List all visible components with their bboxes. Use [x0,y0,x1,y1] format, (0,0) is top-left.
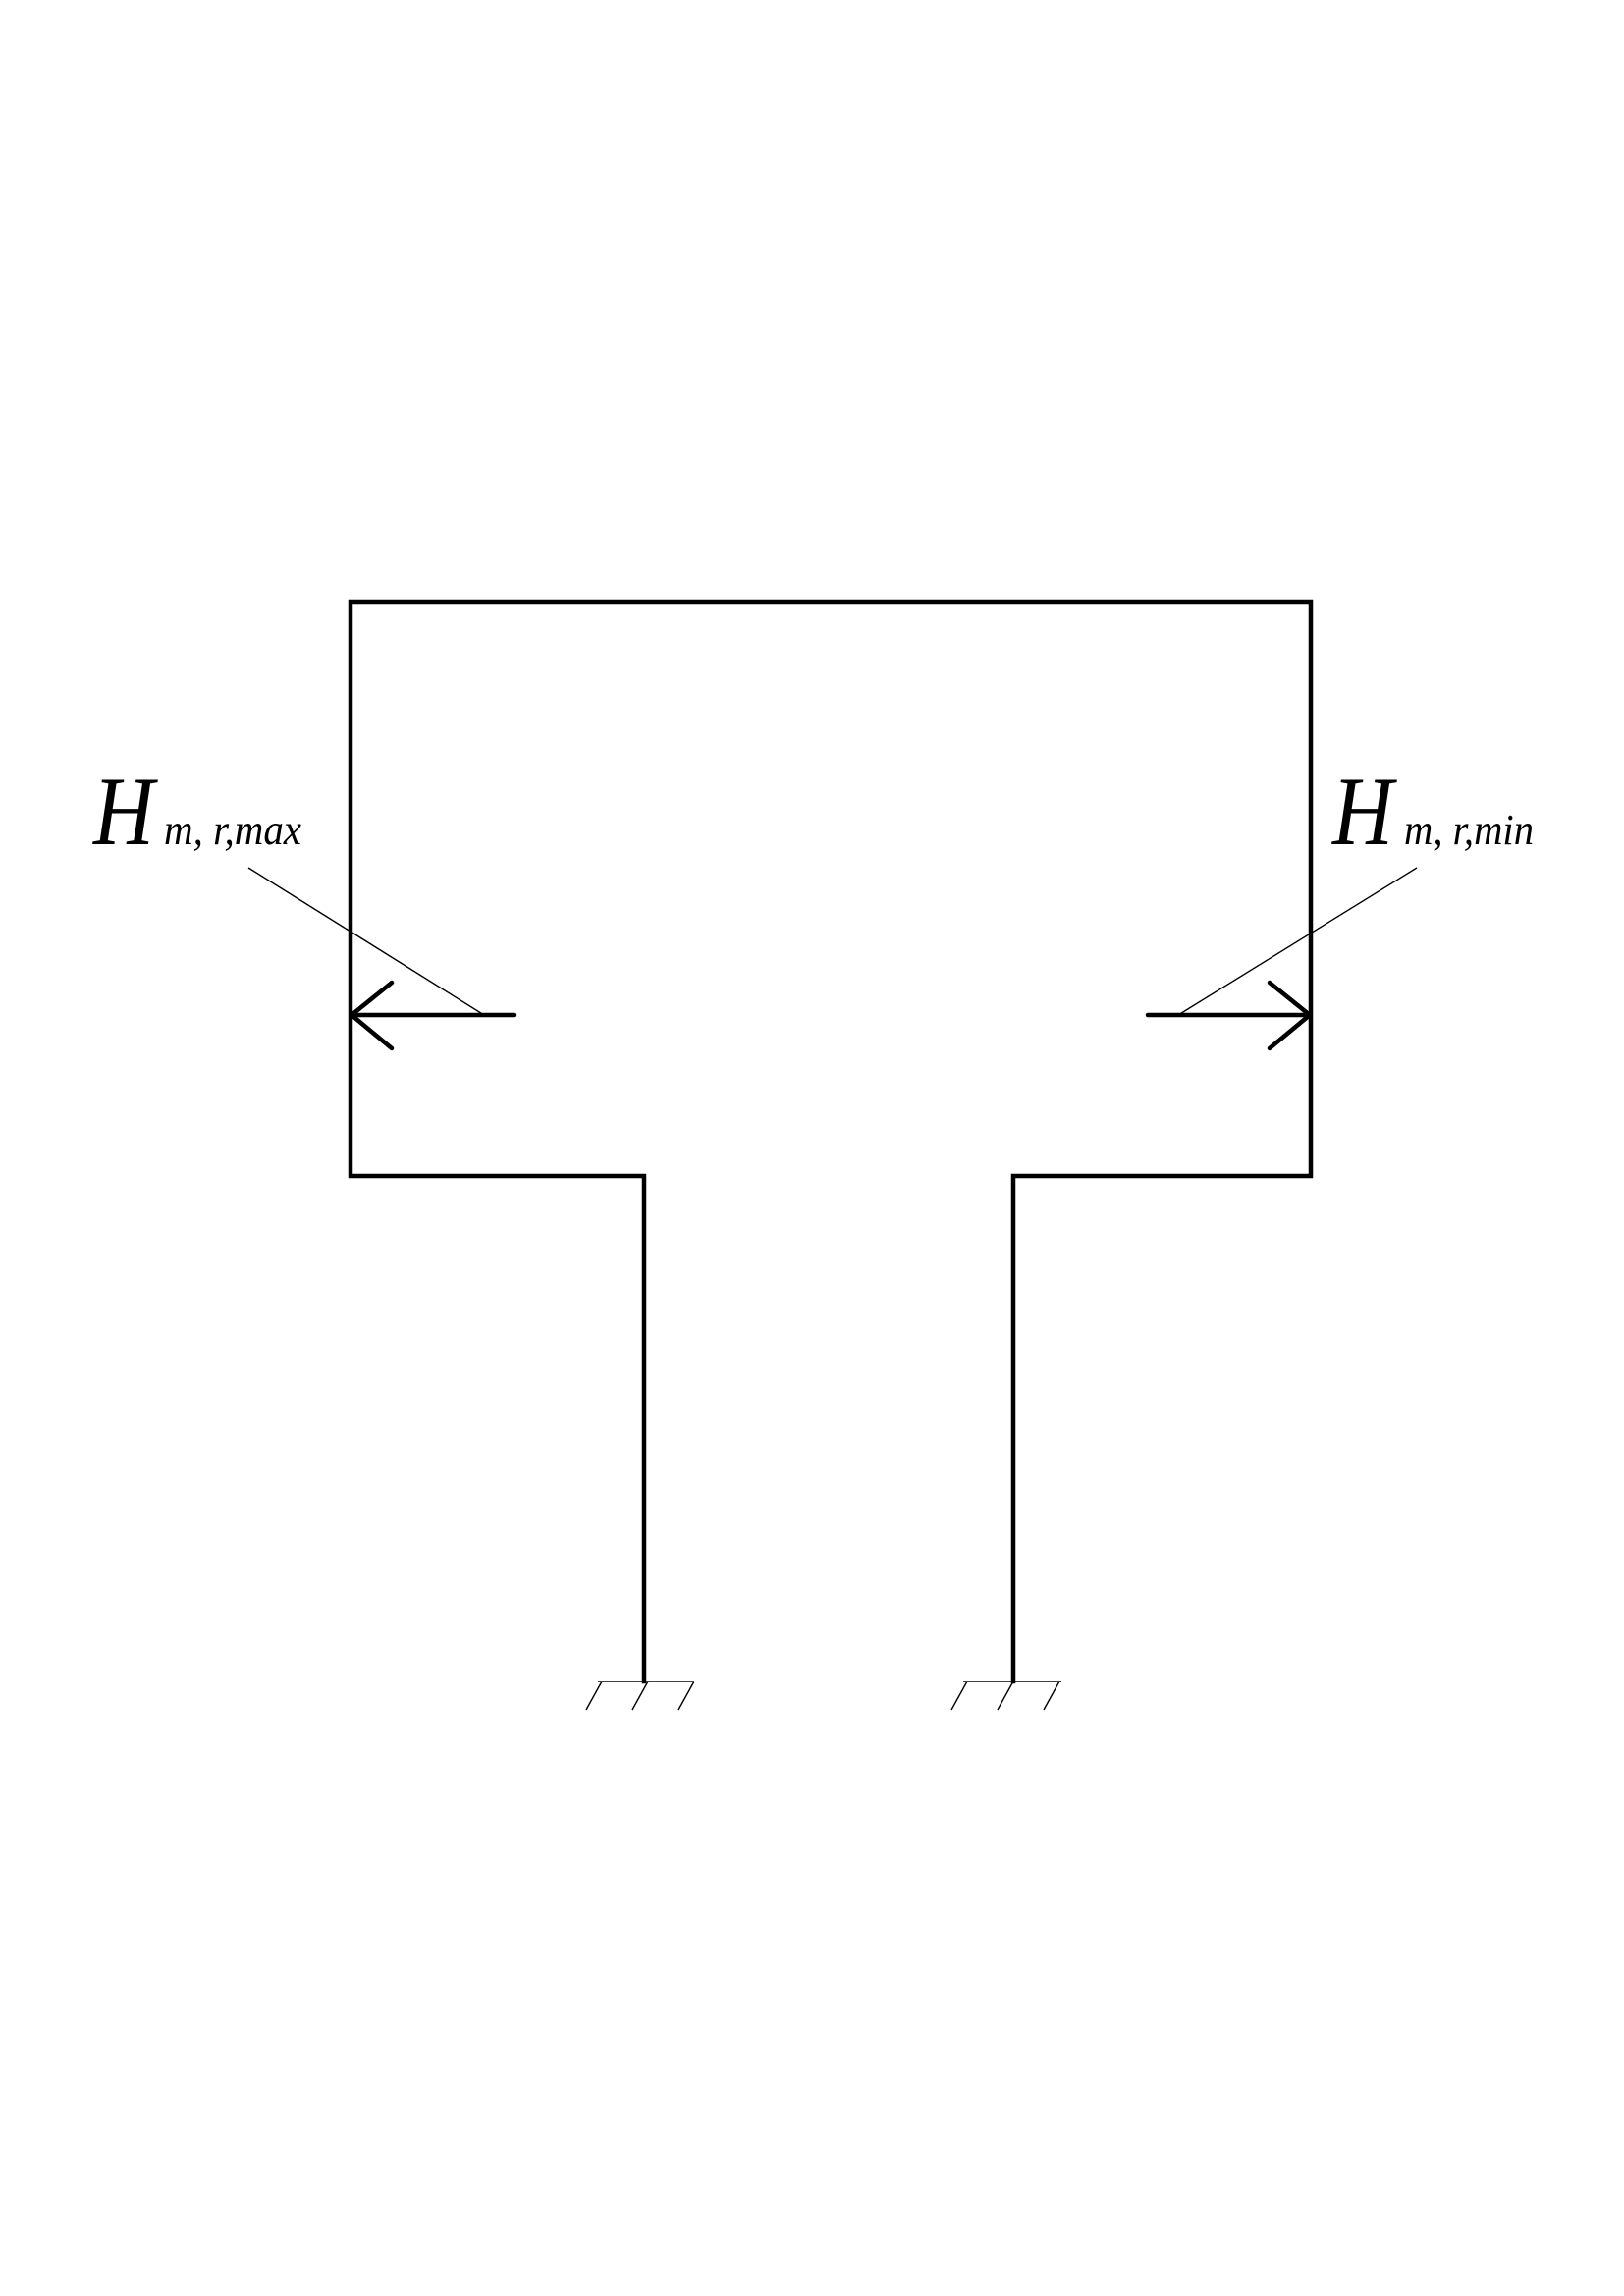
right-load-label: H m, r,min [1330,757,1534,866]
left-label-subscript: m, r,max [164,806,301,854]
left-support-hatch-3 [677,1681,695,1711]
left-load-label: H m, r,max [91,757,301,866]
left-support-hatch-1 [585,1681,603,1711]
right-arrow-head [1267,980,1313,1051]
left-fixed-support [585,1681,695,1711]
left-support-hatch-2 [631,1681,649,1711]
right-support-hatch-3 [1043,1681,1060,1711]
left-label-symbol: H [91,757,158,866]
left-arrow-head [349,980,395,1051]
left-leader-line [247,867,485,1016]
right-load-arrow [1145,980,1313,1051]
left-load-arrow [349,980,517,1051]
right-support-hatch-2 [997,1681,1014,1711]
right-label-subscript: m, r,min [1404,806,1534,854]
right-label-symbol: H [1330,757,1397,866]
frame-outline [348,599,1314,1684]
right-leader-line [1177,867,1418,1016]
right-fixed-support [950,1681,1061,1711]
right-support-hatch-1 [950,1681,968,1711]
